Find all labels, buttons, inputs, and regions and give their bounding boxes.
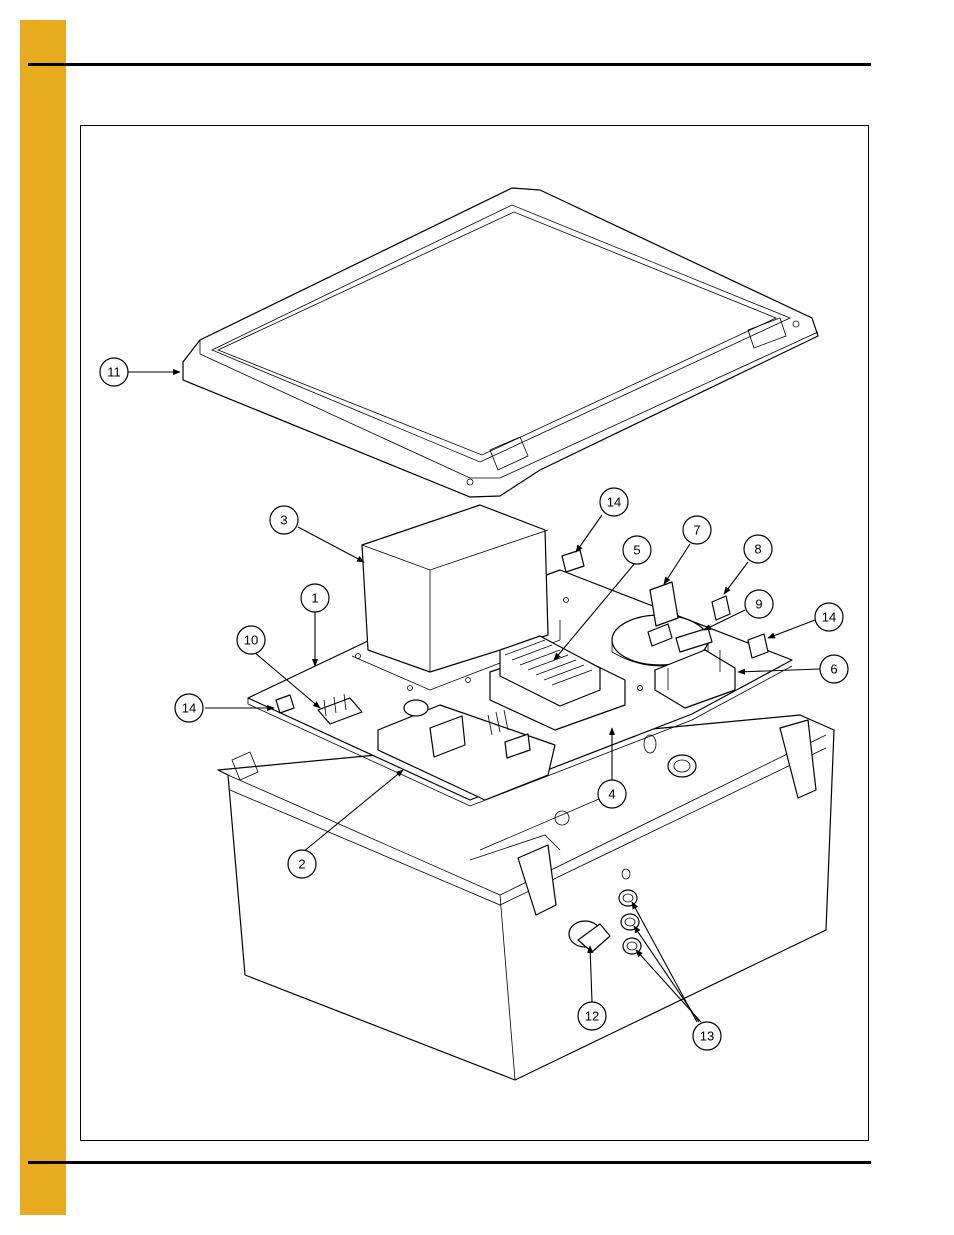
callout-4: 4 [598, 780, 626, 808]
callout-14-top: 14 [600, 488, 628, 516]
svg-text:14: 14 [182, 701, 196, 716]
callout-5: 5 [623, 536, 651, 564]
svg-text:14: 14 [822, 610, 836, 625]
svg-text:9: 9 [755, 597, 762, 612]
callout-8: 8 [744, 535, 772, 563]
callout-12: 12 [578, 1002, 606, 1030]
callout-6: 6 [820, 655, 848, 683]
callout-1: 1 [301, 584, 329, 612]
callout-11: 11 [100, 358, 128, 386]
svg-text:12: 12 [585, 1009, 599, 1024]
callout-14-left: 14 [175, 694, 203, 722]
svg-text:7: 7 [693, 523, 700, 538]
svg-text:2: 2 [298, 857, 305, 872]
svg-text:3: 3 [280, 513, 287, 528]
enclosure-lid [183, 188, 818, 497]
callout-3: 3 [270, 506, 298, 534]
svg-text:14: 14 [607, 495, 621, 510]
callout-13: 13 [693, 1022, 721, 1050]
callout-10: 10 [237, 626, 265, 654]
svg-text:5: 5 [633, 543, 640, 558]
svg-text:10: 10 [244, 633, 258, 648]
svg-text:6: 6 [830, 662, 837, 677]
callout-9: 9 [745, 590, 773, 618]
svg-text:1: 1 [311, 591, 318, 606]
callout-14-right: 14 [815, 603, 843, 631]
callout-7: 7 [683, 516, 711, 544]
svg-text:4: 4 [608, 787, 615, 802]
callout-2: 2 [288, 850, 316, 878]
svg-text:8: 8 [754, 542, 761, 557]
svg-text:13: 13 [700, 1029, 714, 1044]
svg-text:11: 11 [107, 365, 121, 380]
